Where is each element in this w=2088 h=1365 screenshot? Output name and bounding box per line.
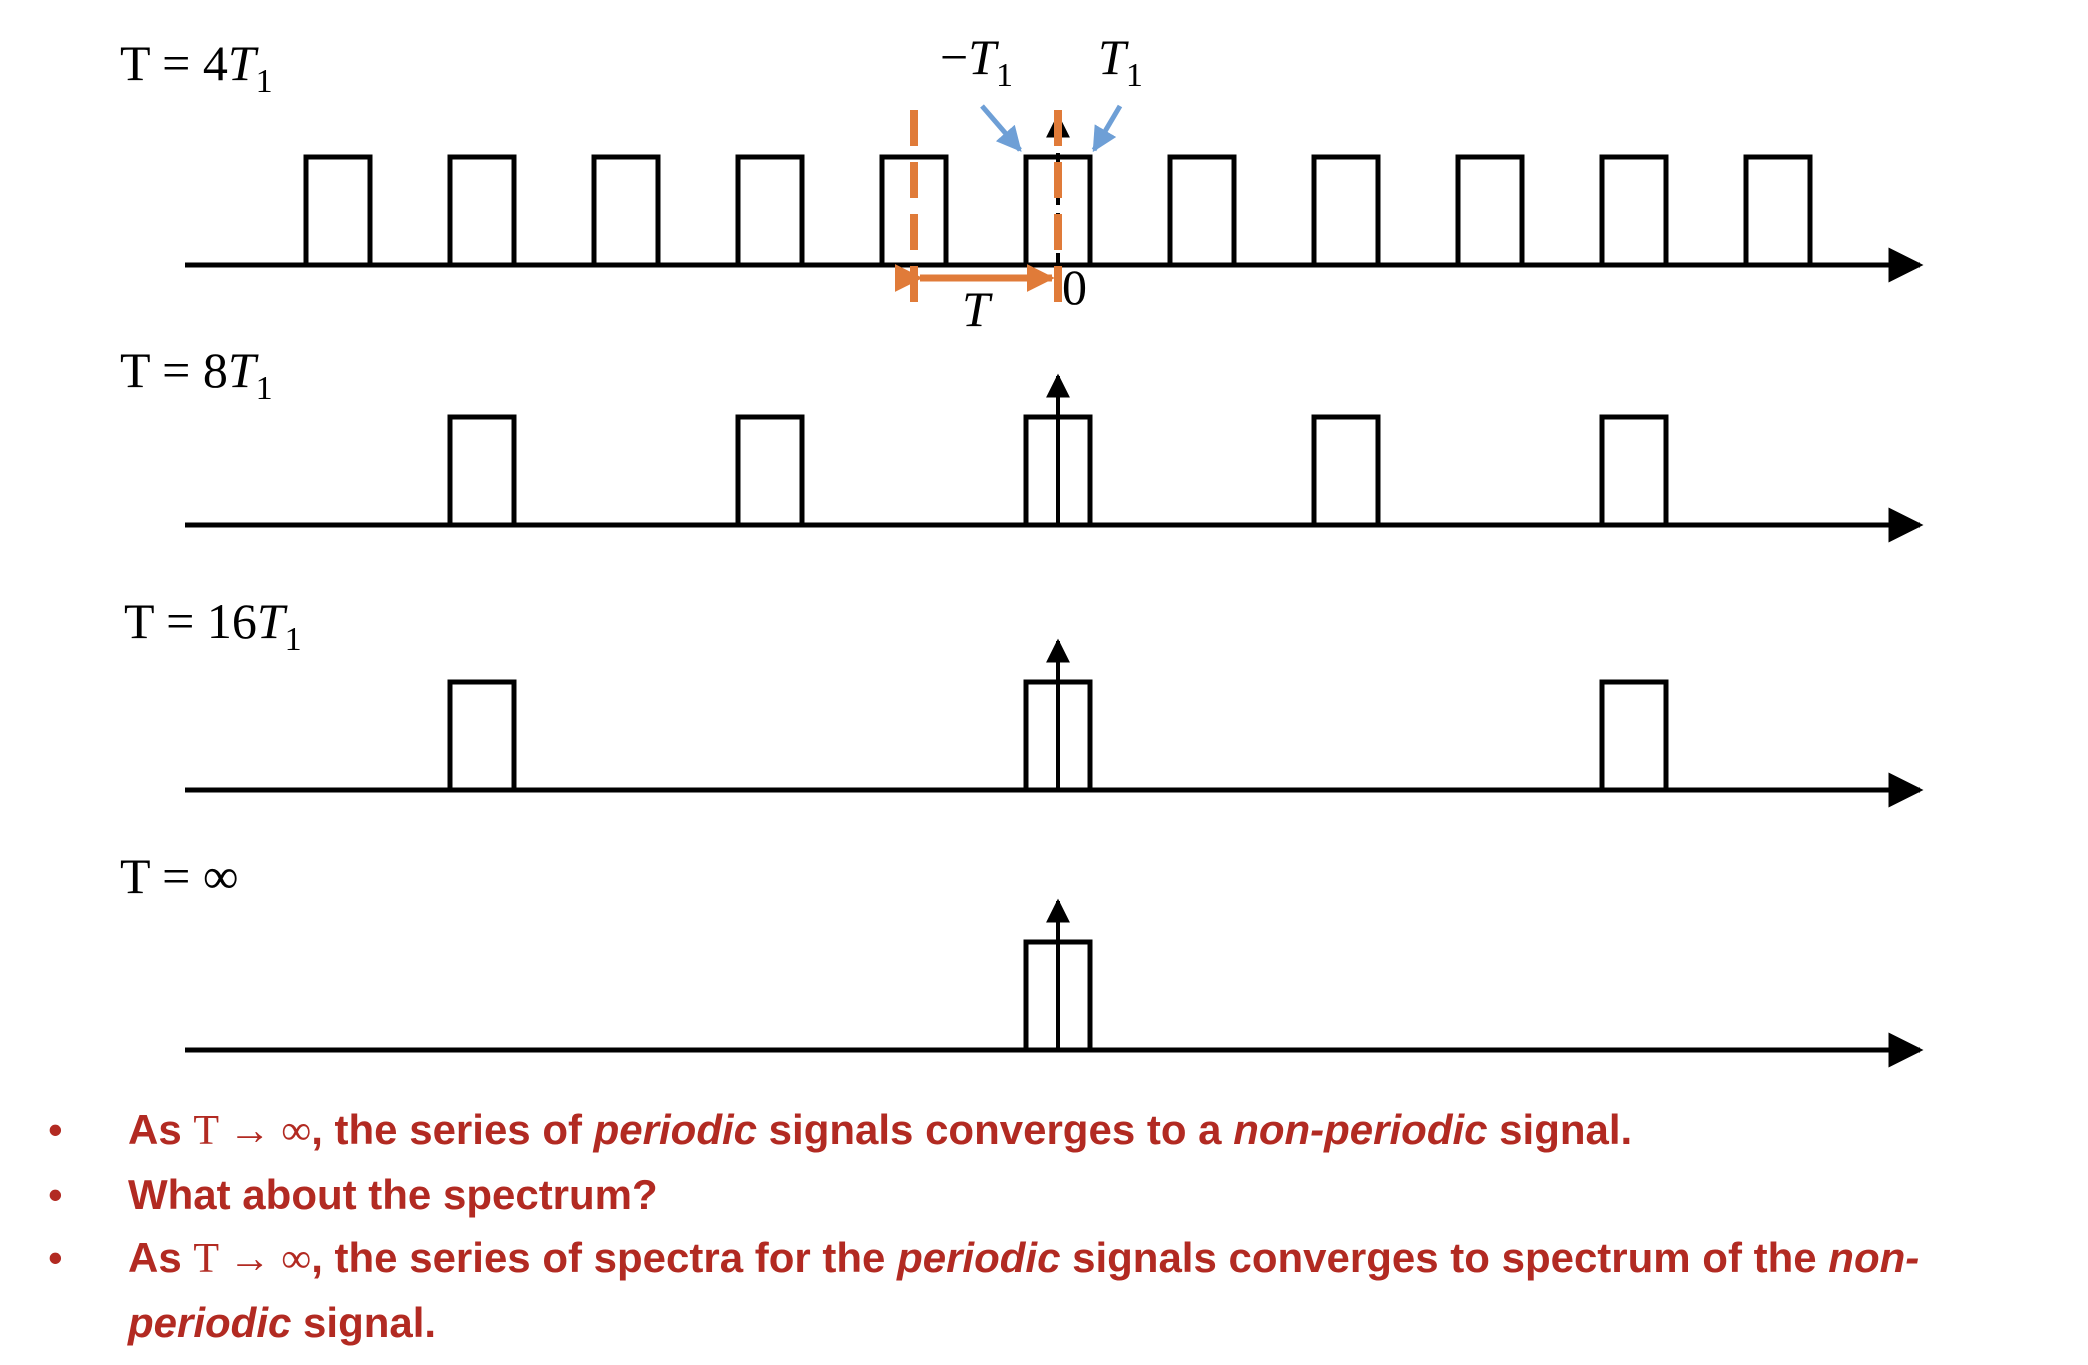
bullet-text: , the series of spectra for the — [311, 1234, 898, 1281]
row-label-coef: 8 — [203, 342, 228, 398]
period-label: T — [962, 281, 993, 337]
pos-t1-label: T1 — [1098, 29, 1143, 94]
neg-t1-minus: − — [940, 29, 968, 85]
limit-symbol: T → ∞ — [193, 1236, 312, 1282]
bullet-text: As — [128, 1234, 194, 1281]
row-label-prefix: T = — [120, 35, 203, 91]
row-label-prefix: T = ∞ — [120, 848, 238, 904]
period-marker — [894, 110, 1062, 305]
bullet-text: As — [128, 1106, 194, 1153]
row-label-period-8: T = 8T1 — [120, 342, 273, 407]
row-label-period-16: T = 16T1 — [124, 593, 302, 658]
bullet-item: • What about the spectrum? — [40, 1163, 2060, 1226]
pulse — [591, 154, 661, 268]
bullet-item: • As T → ∞, the series of spectra for th… — [40, 1226, 2060, 1354]
signal-row-period-infinity — [185, 898, 1924, 1068]
pulse — [447, 414, 517, 528]
row-label-period-4: T = 4T1 — [120, 35, 273, 100]
bullet-item: • As T → ∞, the series of periodic signa… — [40, 1098, 2060, 1163]
row-label-prefix: T = — [120, 342, 203, 398]
bullet-text: What about the spectrum? — [128, 1171, 658, 1218]
pulse — [735, 414, 805, 528]
pulse — [303, 154, 373, 268]
pulse — [1311, 414, 1381, 528]
pulse — [1455, 154, 1525, 268]
pos-t1-var: T — [1098, 29, 1129, 85]
pulse — [447, 154, 517, 268]
row-label-period-infinity: T = ∞ — [120, 848, 238, 904]
row-label-var: T — [228, 342, 259, 398]
bullet-text: signals converges to spectrum of the — [1060, 1234, 1829, 1281]
pulse — [1599, 679, 1669, 793]
pulse — [735, 154, 805, 268]
signal-row-period-8 — [185, 373, 1924, 543]
row-label-coef: 16 — [207, 593, 257, 649]
emphasis-text: periodic — [593, 1106, 758, 1153]
bullet-text: signals converges to a — [757, 1106, 1234, 1153]
limit-symbol: T → ∞ — [193, 1108, 312, 1154]
pulse — [447, 679, 517, 793]
signal-row-period-16 — [185, 638, 1924, 808]
neg-t1-label: −T1 — [940, 29, 1013, 94]
bullet-dot: • — [48, 1234, 63, 1281]
row-label-coef: 4 — [203, 35, 228, 91]
pulse — [1599, 414, 1669, 528]
signal-row-period-4 — [185, 113, 1924, 283]
pulse — [1311, 154, 1381, 268]
emphasis-text: periodic — [897, 1234, 1061, 1281]
pulse — [1743, 154, 1813, 268]
neg-t1-sub: 1 — [996, 57, 1013, 94]
row-label-var: T — [257, 593, 288, 649]
emphasis-text: non-periodic — [1233, 1106, 1488, 1153]
bullet-list: • As T → ∞, the series of periodic signa… — [40, 1098, 2060, 1354]
pulse — [1599, 154, 1669, 268]
bullet-dot: • — [48, 1171, 63, 1218]
row-label-sub: 1 — [256, 63, 273, 100]
bullet-text: signal. — [291, 1299, 437, 1346]
row-label-sub: 1 — [285, 621, 302, 658]
bullet-text: signal. — [1487, 1106, 1633, 1153]
pos-t1-sub: 1 — [1126, 57, 1143, 94]
bullet-dot: • — [48, 1106, 63, 1153]
row-label-sub: 1 — [256, 370, 273, 407]
bullet-text: , the series of — [311, 1106, 594, 1153]
pulse — [1167, 154, 1237, 268]
origin-label: 0 — [1062, 259, 1087, 315]
row-label-prefix: T = — [124, 593, 207, 649]
pos-t1-pointer — [1091, 104, 1123, 153]
neg-t1-var: T — [968, 29, 999, 85]
row-label-var: T — [228, 35, 259, 91]
pointer-arrows — [980, 104, 1123, 153]
emphasis-text: non-periodic — [128, 1234, 1920, 1346]
neg-t1-pointer — [980, 104, 1022, 152]
